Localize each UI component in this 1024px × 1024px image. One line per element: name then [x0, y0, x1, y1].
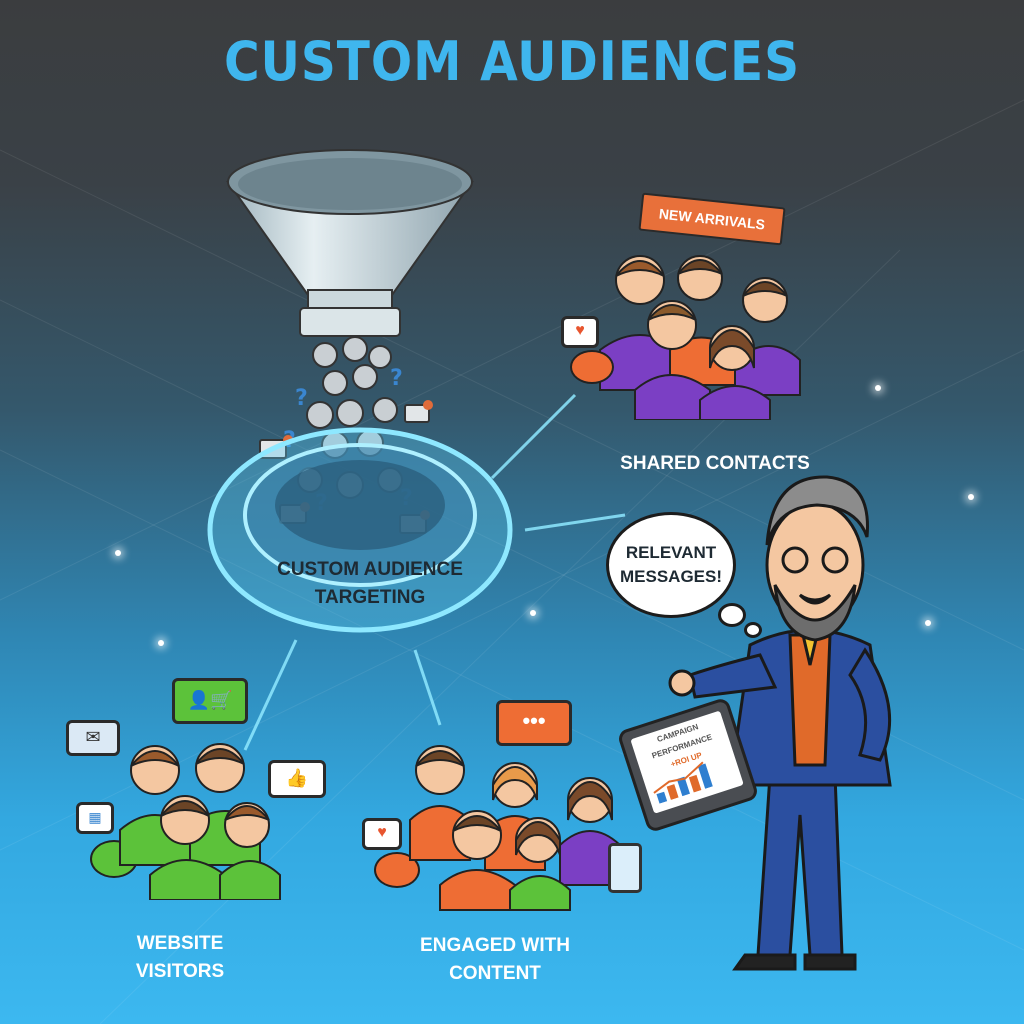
envelope-icon: ✉	[66, 720, 120, 756]
engaged-with-content-people	[409, 745, 621, 911]
svg-text:?: ?	[390, 366, 403, 391]
website-visitors-people	[119, 743, 281, 900]
presenter-man	[668, 475, 892, 971]
sparkle	[925, 620, 931, 626]
ring-label-line2: TARGETING	[314, 587, 426, 608]
smartphone-icon	[608, 843, 642, 893]
thought-puff	[744, 622, 762, 638]
shared-contacts-label: SHARED CONTACTS	[620, 453, 810, 474]
shared-contacts-people	[599, 255, 801, 420]
app-grid-icon: ▦	[76, 802, 114, 834]
engaged-with-content-label: ENGAGED WITH CONTENT	[400, 932, 590, 988]
page-title: CUSTOM AUDIENCES	[223, 30, 801, 93]
website-visitors-line2: VISITORS	[135, 961, 225, 982]
content-card-icon	[570, 350, 614, 384]
website-visitors-line1: WEBSITE	[136, 933, 224, 954]
funnel-icon	[226, 149, 474, 337]
audience-targeting-ring	[207, 427, 513, 633]
engaged-line1: ENGAGED WITH	[420, 935, 570, 956]
ring-label-line1: CUSTOM AUDIENCE	[277, 559, 463, 580]
sparkle	[968, 494, 974, 500]
connector-lines	[243, 393, 626, 751]
sparkle	[875, 385, 881, 391]
heart-like-icon: ♥	[362, 818, 402, 850]
engaged-line2: CONTENT	[449, 963, 541, 984]
speech-line1: RELEVANT	[625, 543, 717, 562]
ring-label: CUSTOM AUDIENCE TARGETING	[230, 556, 510, 612]
speech-line2: MESSAGES!	[619, 567, 723, 586]
bar-chart-icon	[653, 761, 713, 804]
chat-typing-icon: •••	[496, 700, 572, 746]
svg-text:?: ?	[295, 386, 308, 411]
thought-puff	[718, 603, 746, 627]
sparkle	[530, 610, 536, 616]
tablet-screen: CAMPAIGN PERFORMANCE +ROI UP	[630, 710, 744, 814]
website-visitors-label: WEBSITE VISITORS	[100, 930, 260, 986]
heart-like-icon: ♥	[561, 316, 599, 348]
speech-bubble: RELEVANT MESSAGES!	[606, 512, 736, 618]
sparkle	[115, 550, 121, 556]
website-cart-icon: 👤🛒	[172, 678, 248, 724]
thumbs-up-icon: 👍	[268, 760, 326, 798]
campaign-tablet: CAMPAIGN PERFORMANCE +ROI UP	[616, 696, 760, 834]
sparkle	[158, 640, 164, 646]
